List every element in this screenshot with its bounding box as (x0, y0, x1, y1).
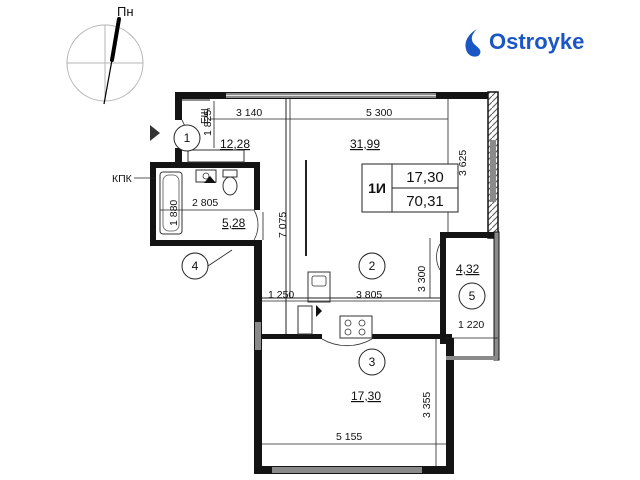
dim-bath-height: 1 880 (168, 200, 180, 226)
bathtub (159, 171, 183, 235)
room-areas: 12,28 31,99 17,30 5,28 4,32 (220, 137, 480, 403)
living-area: 17,30 (406, 169, 444, 186)
wall-entry-bottom (175, 148, 182, 166)
dim-living-height: 3 625 (457, 150, 469, 176)
room-area-5: 4,32 (456, 262, 480, 276)
room-number-2: 2 (369, 259, 376, 273)
apartment-summary: 1И 17,30 70,31 (361, 163, 459, 213)
compass-label: Пн (117, 4, 134, 19)
wall-bath-left (150, 162, 156, 246)
dim-bedroom-width: 5 155 (336, 431, 362, 443)
window-right (490, 140, 496, 202)
brand-name: Ostroyke (489, 29, 584, 54)
dim-bath-width: 2 805 (192, 197, 218, 209)
dim-kitchen-right: 3 805 (356, 289, 382, 301)
kitchen-fixtures (297, 271, 373, 339)
burner (344, 319, 352, 327)
burner (358, 319, 366, 327)
sink-bowl (311, 275, 327, 287)
room-area-2: 31,99 (350, 137, 380, 151)
riser-marker-icon (204, 176, 216, 183)
room-area-3: 17,30 (351, 389, 381, 403)
dimension-lines (160, 99, 498, 466)
kitchen-stove (339, 315, 373, 339)
room-markers: 1 2 3 4 5 (173, 124, 486, 376)
wall-bath-right (254, 162, 260, 210)
door-swing-bath (253, 209, 259, 241)
shaft-tag: ЕЩ (200, 108, 211, 124)
compass-needle-north (110, 17, 121, 62)
room-area-1: 12,28 (220, 137, 250, 151)
compass: Пн (66, 4, 144, 105)
door-swing-balcony (436, 243, 441, 271)
droplet-icon (465, 29, 481, 57)
burner (358, 328, 366, 336)
wall-bath-bottom (150, 240, 260, 246)
room-number-4: 4 (192, 259, 199, 273)
total-area: 70,31 (406, 193, 444, 210)
kitchen-appliance (297, 305, 313, 335)
wall-left-long (254, 240, 262, 474)
compass-needle-south (103, 59, 113, 105)
dim-shaft-height: 1 825 (202, 110, 214, 136)
bath-cabinet (187, 149, 245, 163)
kitchen-sink (307, 271, 331, 303)
door-swing-bedroom (321, 338, 373, 347)
room-number-3: 3 (369, 355, 376, 369)
dim-full-height: 7 075 (277, 212, 289, 238)
wall-partition-right (372, 334, 452, 339)
dim-top-right: 5 300 (366, 107, 392, 119)
apartment-type: 1И (368, 180, 386, 196)
window-balcony (493, 231, 500, 361)
dim-bedroom-height: 3 355 (421, 392, 433, 418)
dimension-labels: 3 140 5 300 1 825 3 625 7 075 2 805 1 88… (168, 107, 484, 443)
balcony-rail (446, 356, 498, 360)
room-area-4: 5,28 (222, 216, 246, 230)
burner (344, 328, 352, 336)
window-bottom (272, 467, 422, 473)
bathtub-inner (162, 174, 180, 232)
wall-balcony-top (440, 232, 498, 238)
interior-lines (180, 99, 440, 334)
room-marker-1 (173, 124, 201, 152)
kpk-label: КПК (112, 173, 133, 185)
wall-partition-left (262, 334, 322, 339)
wall-balcony-left (440, 232, 446, 344)
room-number-1: 1 (184, 131, 191, 145)
basin-drain (202, 172, 210, 180)
room-marker-5 (458, 282, 486, 310)
room-marker-2 (358, 252, 386, 280)
wall-entry-top (175, 92, 182, 120)
window-left (255, 322, 261, 350)
wall-bedroom-right (446, 338, 454, 474)
brand-logo: Ostroyke (465, 29, 584, 57)
wall-bath-top (150, 162, 260, 168)
riser-marker-icon (316, 305, 322, 317)
toilet-tank (222, 169, 238, 178)
room-4-leader (207, 249, 233, 267)
dim-kitchen-left: 1 250 (268, 289, 294, 301)
doors (181, 119, 441, 347)
room-marker-3 (358, 348, 386, 376)
dim-top-left: 3 140 (236, 107, 262, 119)
room-number-5: 5 (469, 289, 476, 303)
entrance-arrow-icon (150, 125, 160, 141)
walls (150, 91, 500, 474)
dim-kitchen-height: 3 300 (416, 266, 428, 292)
toilet (222, 176, 238, 196)
bathroom-fixtures (159, 149, 245, 235)
dim-balcony-width: 1 220 (458, 319, 484, 331)
